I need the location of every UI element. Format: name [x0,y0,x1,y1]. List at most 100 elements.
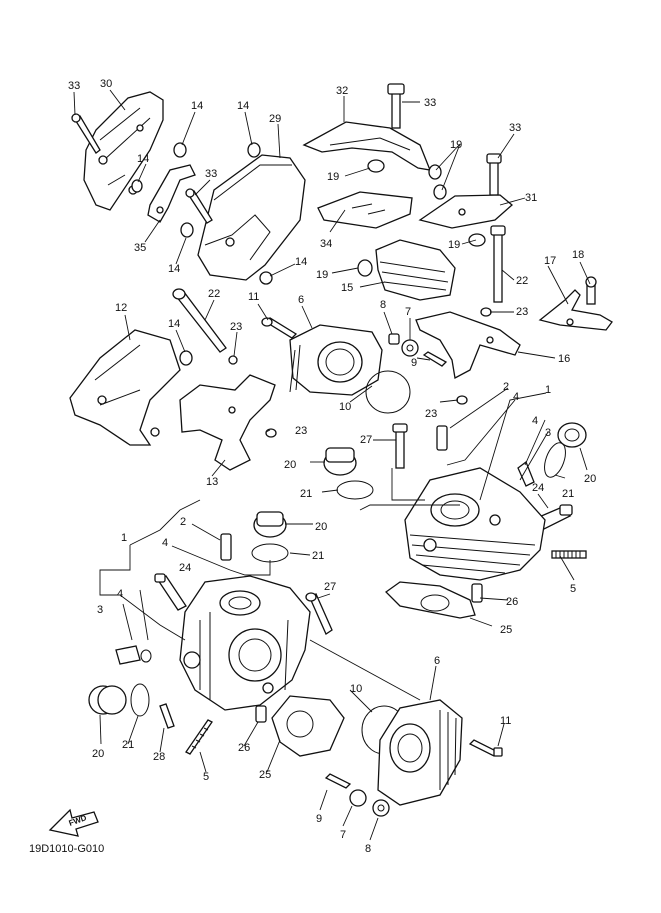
diagram-code: 19D1010-G010 [29,843,104,855]
part-16-bracket [415,311,521,379]
part-17-bracket [538,289,613,331]
part-18-bolt [585,276,597,305]
callout-23: 23 [295,425,307,437]
callout-21: 21 [562,488,574,500]
callout-26: 26 [506,596,518,608]
callout-31: 31 [525,192,537,204]
part-6-rear-cylinder [289,324,383,396]
callout-33: 33 [68,80,80,92]
part-9-7-8-lower [324,773,390,817]
callout-1: 1 [121,532,127,544]
callout-7: 7 [340,829,346,841]
part-15-damper [375,239,456,301]
part-5-stud-lower [185,719,213,755]
callout-14: 14 [237,100,249,112]
callout-15: 15 [341,282,353,294]
callout-23: 23 [516,306,528,318]
callout-19: 19 [316,269,328,281]
callout-3: 3 [97,604,103,616]
part-10-oring-upper [365,370,411,414]
part-14-grommets [131,142,273,366]
part-12-side-cover [69,329,181,446]
callout-8: 8 [380,299,386,311]
callout-7: 7 [405,306,411,318]
callout-22: 22 [208,288,220,300]
callout-3: 3 [545,427,551,439]
callout-25: 25 [500,624,512,636]
part-11-bolt-upper [261,317,298,339]
callout-33: 33 [424,97,436,109]
callout-10: 10 [350,683,362,695]
callout-5: 5 [203,771,209,783]
part-29-cylinder-cover [197,154,306,281]
leader-lines [73,89,591,841]
part-28-stud [159,703,175,729]
part-35-bracket [147,164,196,223]
callout-27: 27 [360,434,372,446]
callout-21: 21 [122,739,134,751]
part-26-dowel-lower [255,705,267,723]
part-22-stud-left [172,288,227,353]
callout-10: 10 [339,401,351,413]
callout-9: 9 [411,357,417,369]
callout-17: 17 [544,255,556,267]
callout-6: 6 [298,294,304,306]
part-2-guide-middle [220,533,232,561]
part-26-dowel-upper [471,583,483,603]
callout-34: 34 [320,238,332,250]
callout-26: 26 [238,742,250,754]
callout-4: 4 [513,391,519,403]
callout-30: 30 [100,78,112,90]
callout-14: 14 [295,256,307,268]
callout-20: 20 [284,459,296,471]
part-20-plug-upper [323,447,374,500]
callout-4: 4 [532,415,538,427]
callout-33: 33 [509,122,521,134]
part-25-gasket-lower [271,695,345,757]
part-25-gasket-upper [384,581,476,619]
part-27-bolt-upper [392,423,408,469]
callout-2: 2 [503,381,509,393]
part-5-stud-upper [551,550,587,559]
part-20-plug-lower [88,683,150,717]
callout-6: 6 [434,655,440,667]
part-30-side-cover [83,91,164,211]
part-33-bolt-c [387,83,405,129]
part-11-bolt-lower [468,739,503,757]
part-9-bolt-upper [422,351,448,367]
callout-20: 20 [584,473,596,485]
callout-14: 14 [191,100,203,112]
callout-19: 19 [448,239,460,251]
callout-16: 16 [558,353,570,365]
part-32-upper-cover [302,121,432,171]
part-22-stud-right [490,225,506,303]
callout-14: 14 [168,318,180,330]
callout-14: 14 [168,263,180,275]
callout-2: 2 [180,516,186,528]
callout-11: 11 [500,715,511,727]
callout-9: 9 [316,813,322,825]
callout-8: 8 [365,843,371,855]
callout-21: 21 [312,550,324,562]
callout-labels: 33 30 14 14 29 32 33 33 14 33 19 19 31 3… [68,78,596,855]
part-33-bolt-b [185,188,213,224]
part-31-cover [418,194,513,229]
callout-18: 18 [572,249,584,261]
callout-22: 22 [516,275,528,287]
callout-20: 20 [92,748,104,760]
part-27-bolt-lower [305,592,333,635]
part-6-front-cylinder [377,699,463,806]
part-13-bracket [179,374,276,471]
callout-32: 32 [336,85,348,97]
part-1-cylinder-head-front [179,575,311,711]
callout-11: 11 [248,291,259,303]
part-20-plug-right [544,422,587,478]
callout-24: 24 [532,482,544,494]
callout-23: 23 [425,408,437,420]
callout-4: 4 [117,588,123,600]
callout-19: 19 [327,171,339,183]
part-1-cylinder-head-rear [404,467,546,581]
part-24-spark-plug-lower [154,573,187,611]
callout-1: 1 [545,384,551,396]
